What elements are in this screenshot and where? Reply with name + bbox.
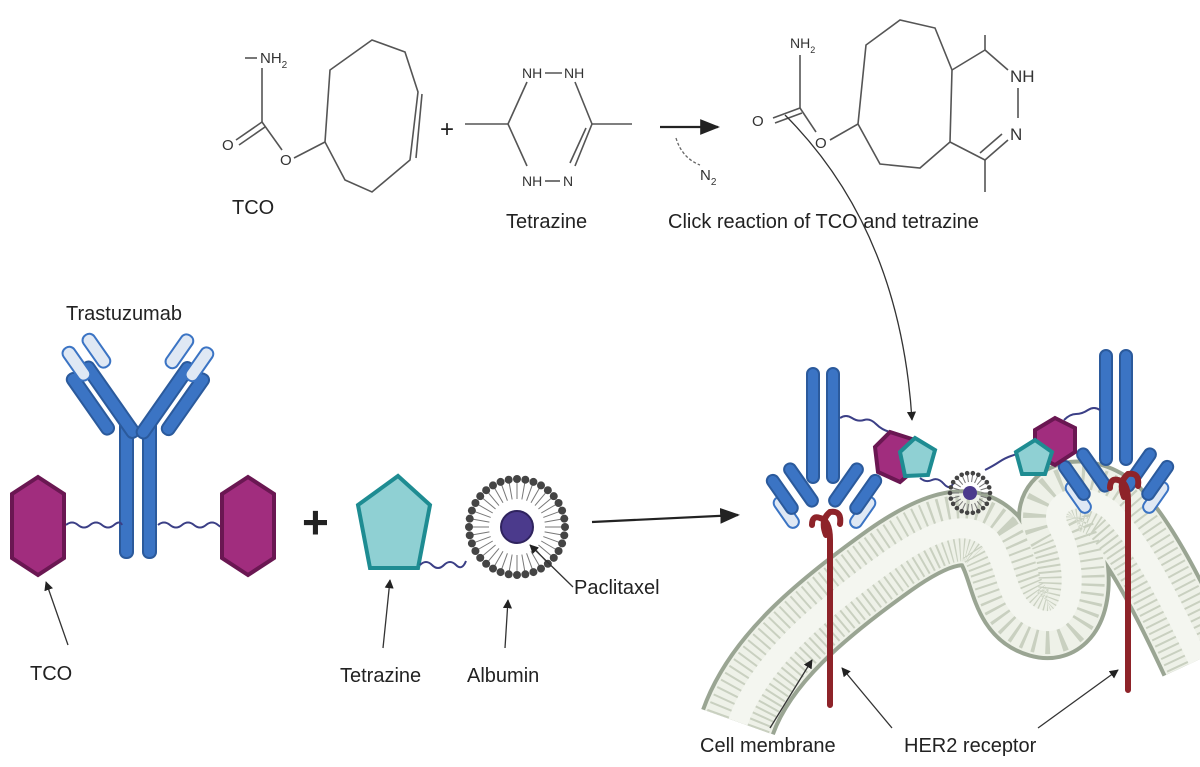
paclitaxel-core: [500, 510, 534, 544]
left-linker: [65, 521, 123, 529]
paclitaxel-label: Paclitaxel: [574, 577, 660, 599]
tetrazine-albumin-conjugate: [355, 473, 569, 579]
bound-antibody-right: [1057, 349, 1175, 514]
albumin-nanoparticle: [465, 475, 569, 579]
bound-tetrazine-right: [1013, 437, 1055, 476]
trastuzumab-tco-conjugate: Trastuzumab: [10, 303, 276, 578]
tz-nh-top-right: NH: [564, 65, 584, 81]
reaction-scheme: NH2 O O TCO + NH NH NH N: [222, 19, 1035, 233]
prod-carbonyl-o: O: [752, 113, 764, 130]
cell-scene: [701, 349, 1200, 737]
prod-ester-o: O: [815, 135, 827, 152]
product-structure: NH2 O O NH N: [752, 19, 1035, 192]
cell-membrane-label: Cell membrane: [700, 735, 836, 757]
bound-albumin-nanoparticle: [947, 470, 993, 516]
reaction-product-label: Click reaction of TCO and tetrazine: [668, 211, 979, 233]
tco-label: TCO: [30, 663, 72, 685]
her2-receptor-label: HER2 receptor: [904, 735, 1037, 757]
components-tetrazine-label: Tetrazine: [340, 665, 421, 687]
reaction-tetrazine-label: Tetrazine: [506, 211, 587, 233]
tco-carbonyl-o: O: [222, 137, 234, 154]
her2-receptor-left: [809, 508, 844, 708]
albumin-label: Albumin: [467, 665, 539, 687]
bound-tetrazine-left: [897, 435, 938, 479]
reaction-plus: +: [440, 116, 454, 143]
tz-n-bottom: N: [563, 173, 573, 189]
tetrazine-structure: NH NH NH N: [465, 65, 632, 189]
trastuzumab-label: Trastuzumab: [66, 303, 182, 325]
prod-n: N: [1010, 125, 1022, 144]
bound-antibody-left: [765, 367, 883, 529]
reaction-tco-label: TCO: [232, 197, 274, 219]
n2-byproduct: N2: [700, 167, 717, 188]
tco-hexagon-right: [220, 474, 276, 578]
tco-hexagon-left: [10, 474, 66, 578]
tz-nh-bottom: NH: [522, 173, 542, 189]
tco-ester-o: O: [280, 152, 292, 169]
tz-nh-top-left: NH: [522, 65, 542, 81]
tco-nh2-label: NH2: [260, 50, 288, 71]
bound-paclitaxel-core: [963, 486, 977, 500]
components-plus: +: [302, 496, 329, 548]
cell-membrane: [701, 459, 1200, 737]
prod-nh: NH: [1010, 67, 1035, 86]
tco-structure: NH2 O O: [222, 39, 423, 193]
trastuzumab-antibody: [61, 332, 215, 559]
tetrazine-albumin-linker: [419, 560, 467, 569]
prod-nh2-label: NH2: [790, 35, 815, 55]
right-linker: [157, 521, 229, 529]
tetrazine-pentagon: [355, 473, 433, 570]
her2-receptor-right: [1107, 470, 1142, 693]
